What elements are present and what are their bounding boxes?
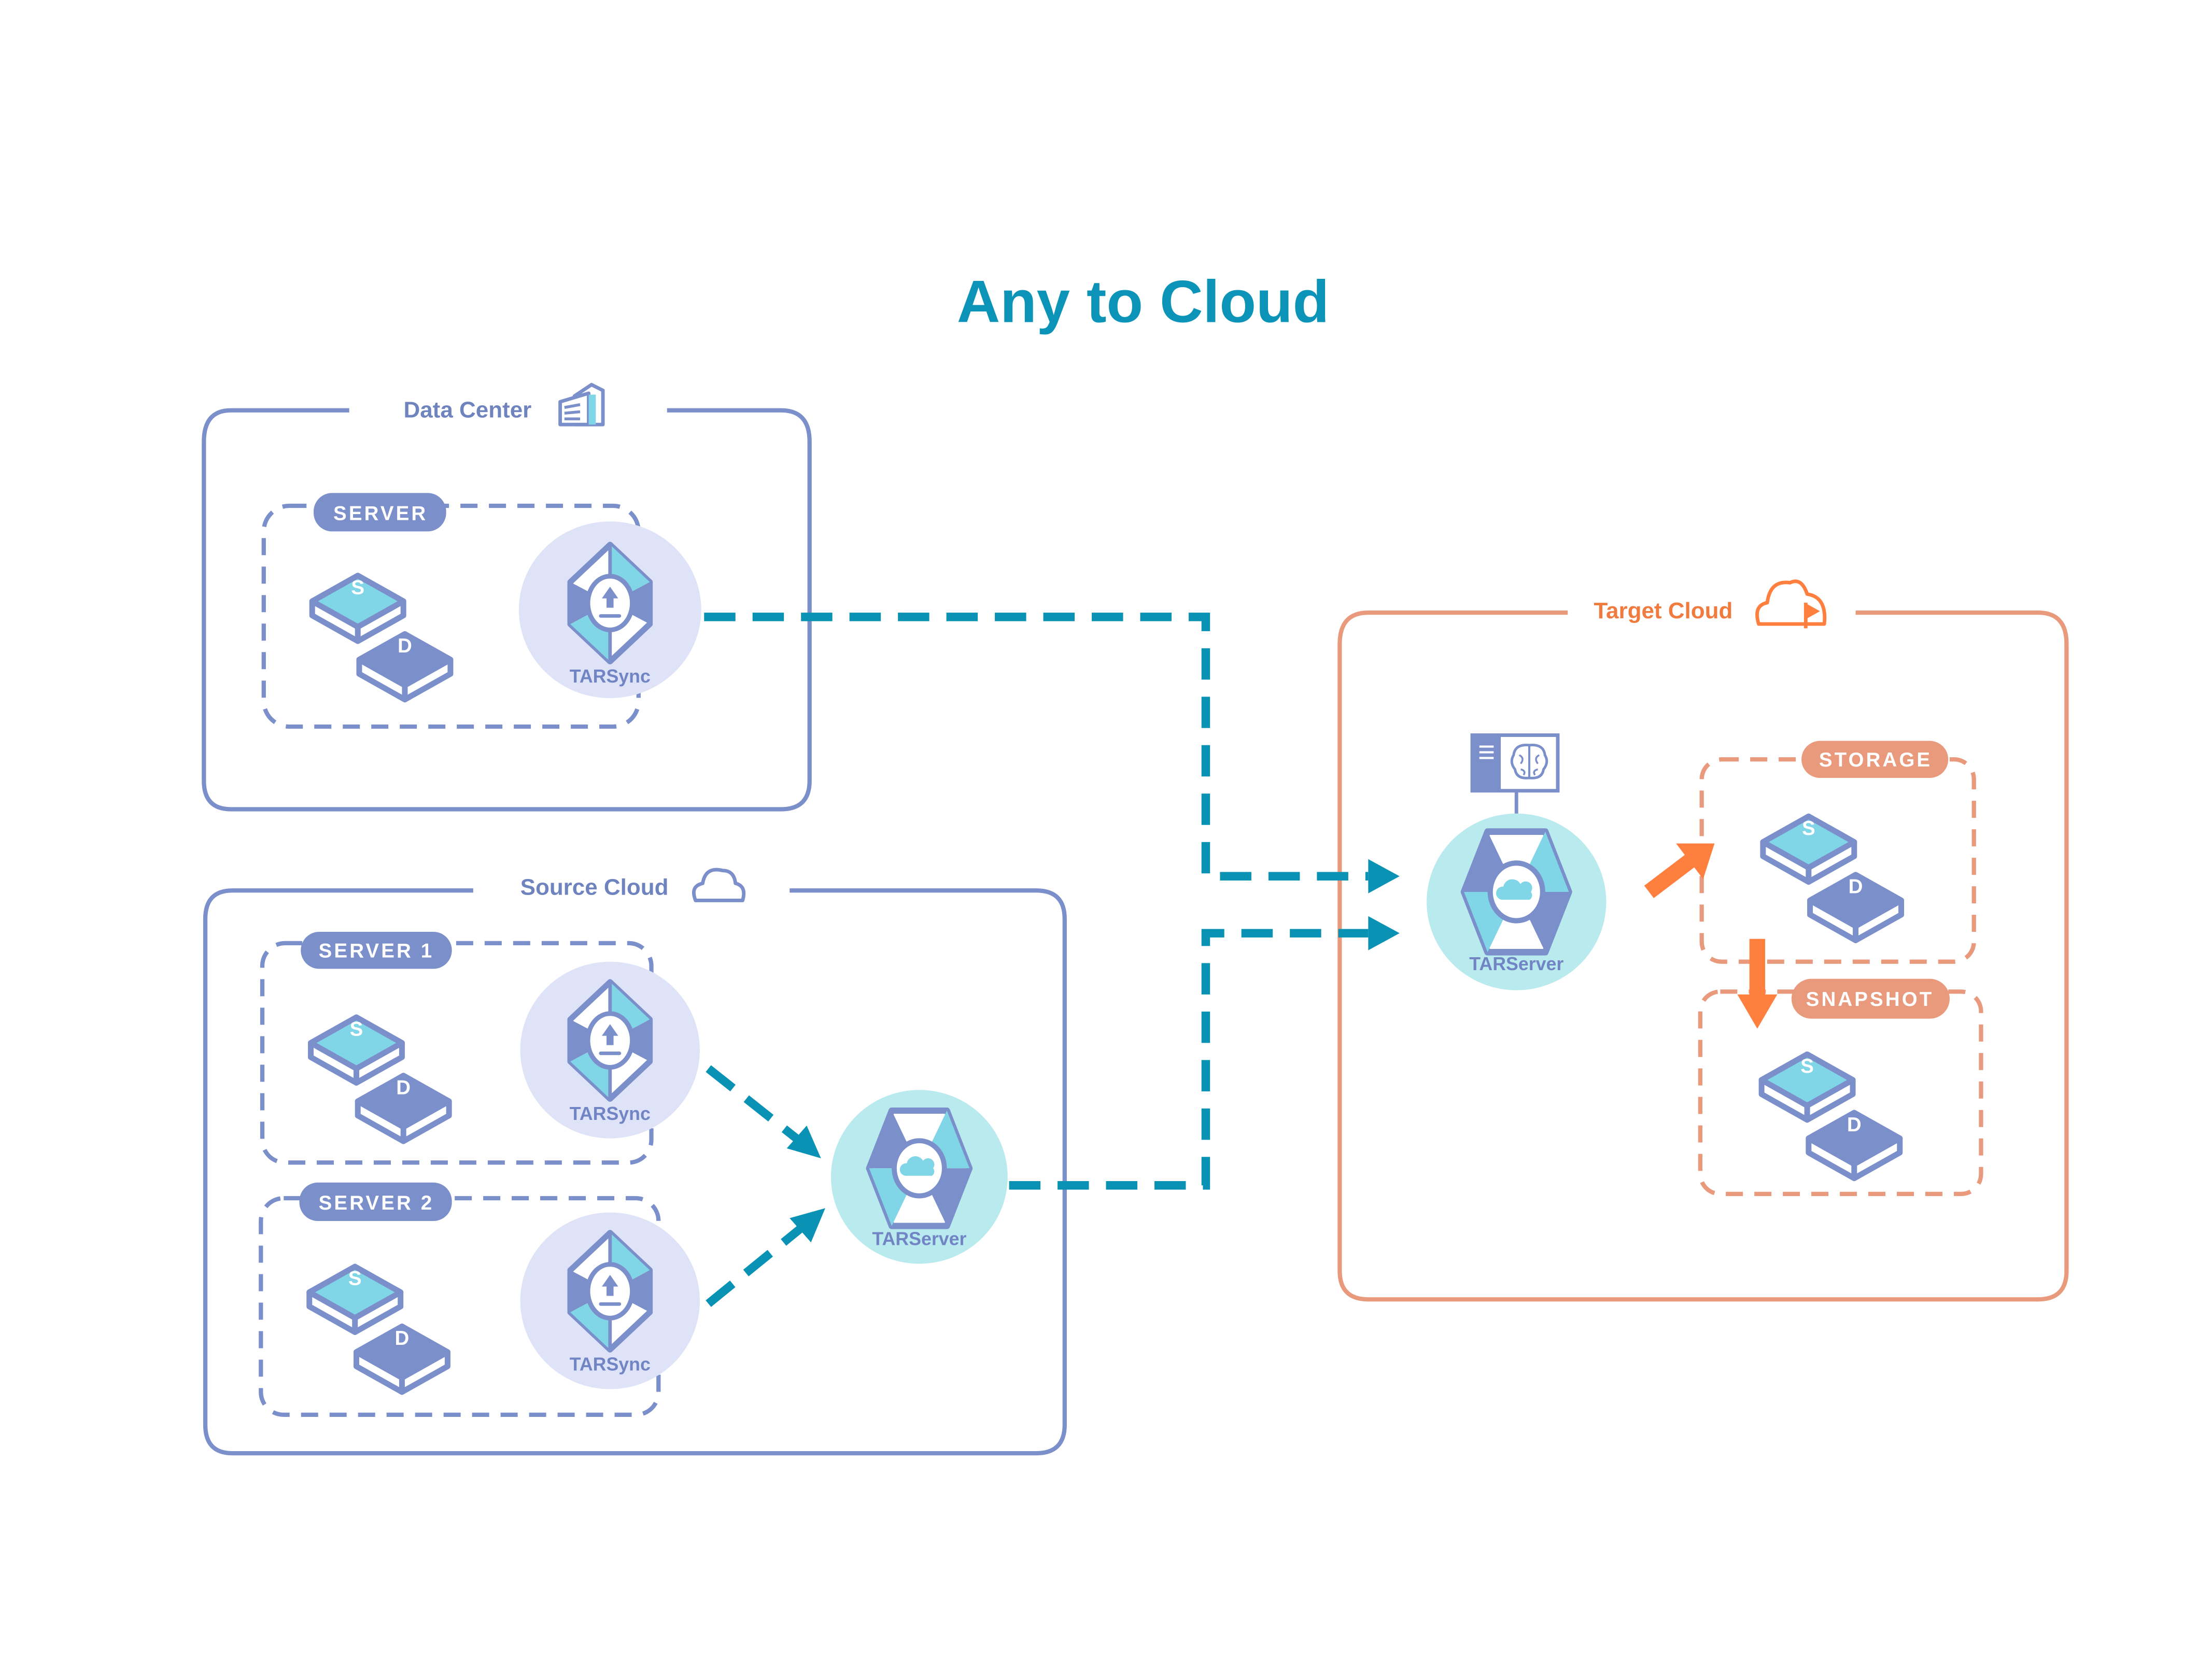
arrowhead-icon: [1676, 843, 1715, 879]
server-2-box: SERVER 2 S D TARSync: [259, 1182, 700, 1417]
svg-text:D: D: [1849, 876, 1863, 898]
tarsync-node[interactable]: TARSync: [520, 1212, 700, 1389]
svg-text:D: D: [398, 635, 412, 657]
source-cloud-group: Source Cloud SERVER 1 S D TARSync: [203, 868, 1067, 1456]
tarsync-label: TARSync: [570, 1103, 651, 1124]
flow-arrow-datacenter-to-target: [704, 613, 1369, 881]
source-tarserver-node[interactable]: TARServer: [830, 1090, 1008, 1264]
flow-arrow-source-to-target: [1009, 929, 1369, 1190]
disk-s-icon: S: [311, 1017, 402, 1083]
building-icon: [558, 382, 605, 427]
flow-arrow-tarserver-to-storage: [1644, 854, 1695, 899]
data-center-label: Data Center: [403, 397, 531, 422]
server-pill: [313, 493, 446, 532]
disk-d-icon: D: [359, 634, 450, 699]
disk-d-icon: D: [1810, 875, 1901, 940]
flow-arrow-server1-to-tarserver: [706, 1065, 801, 1143]
arrowhead-icon: [1368, 859, 1400, 893]
disk-d-icon: D: [358, 1076, 449, 1141]
tarsync-label: TARSync: [570, 666, 651, 687]
snapshot-pill: [1791, 978, 1950, 1019]
snapshot-box: SNAPSHOT S D: [1698, 978, 1983, 1196]
ai-panel[interactable]: [1470, 733, 1560, 818]
arrowhead-icon: [790, 1208, 825, 1243]
svg-text:D: D: [395, 1327, 410, 1350]
target-cloud-group: Target Cloud TARServer: [1337, 579, 2069, 1302]
tarsync-node[interactable]: TARSync: [518, 521, 701, 699]
server-label: SERVER: [333, 502, 428, 524]
tarserver-icon: [1464, 832, 1569, 953]
disk-d-icon: D: [356, 1326, 447, 1392]
storage-box: STORAGE S D: [1699, 741, 1976, 964]
flow-arrow-server2-to-tarserver: [706, 1225, 804, 1307]
server-2-label: SERVER 2: [319, 1192, 434, 1214]
tarserver-icon: [869, 1111, 970, 1226]
disk-s-icon: S: [1763, 816, 1854, 882]
disk-s-icon: S: [312, 576, 403, 641]
target-cloud-label: Target Cloud: [1594, 598, 1732, 623]
arrowhead-icon: [1368, 916, 1400, 950]
svg-text:S: S: [350, 1018, 363, 1041]
snapshot-label: SNAPSHOT: [1806, 988, 1934, 1011]
disk-d-icon: D: [1809, 1113, 1900, 1178]
cloud-flag-icon: [1755, 579, 1827, 629]
target-tarserver-node[interactable]: TARServer: [1427, 813, 1607, 990]
server-1-box: SERVER 1 S D TARSync: [260, 931, 700, 1165]
disk-s-icon: S: [1762, 1054, 1853, 1119]
arrowhead-icon: [1737, 994, 1778, 1029]
svg-text:S: S: [1800, 1055, 1814, 1077]
svg-text:S: S: [1802, 817, 1815, 840]
flow-arrows: [704, 613, 1778, 1307]
svg-text:D: D: [1847, 1114, 1862, 1136]
source-cloud-label: Source Cloud: [520, 874, 669, 900]
data-center-group: Data Center SERVER S D TA: [202, 382, 812, 812]
storage-pill: [1801, 741, 1949, 778]
server-2-pill: [299, 1182, 452, 1222]
brain-icon: [1510, 744, 1548, 779]
cloud-icon: [692, 868, 746, 902]
storage-label: STORAGE: [1819, 749, 1932, 771]
server-box: SERVER S D TARSync: [261, 493, 701, 729]
tarsync-label: TARSync: [570, 1354, 651, 1375]
tarsync-node[interactable]: TARSync: [520, 961, 700, 1139]
arrowhead-icon: [786, 1125, 821, 1159]
tarserver-label: TARServer: [1469, 954, 1563, 974]
svg-text:S: S: [351, 576, 364, 599]
server-1-pill: [301, 931, 452, 969]
svg-text:D: D: [396, 1076, 411, 1099]
server-1-label: SERVER 1: [319, 940, 434, 962]
disk-s-icon: S: [309, 1267, 401, 1332]
tarserver-label: TARServer: [872, 1229, 966, 1250]
svg-text:S: S: [348, 1268, 362, 1290]
diagram-title: Any to Cloud: [957, 268, 1329, 335]
